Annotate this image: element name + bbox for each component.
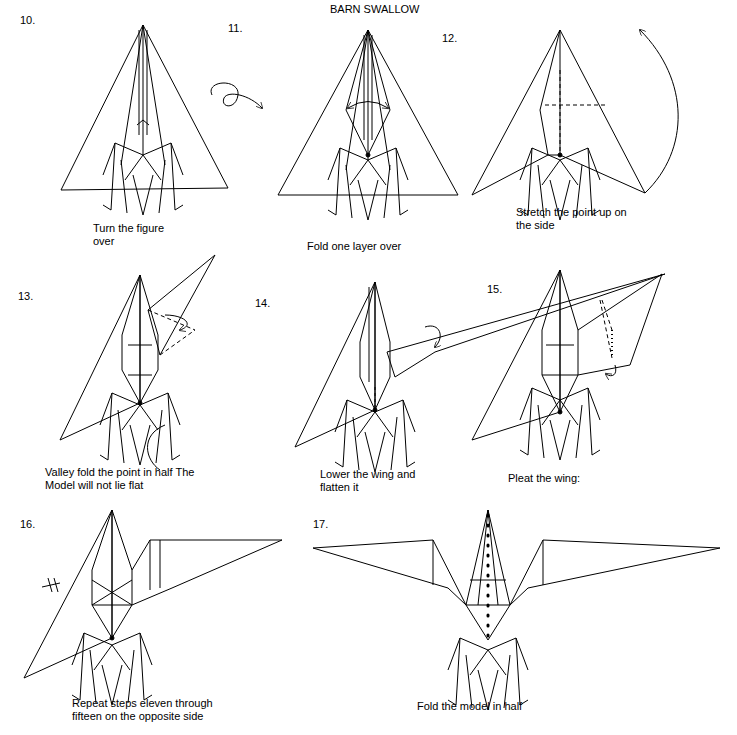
turn-over-arrow: [211, 83, 262, 108]
diagram-title: BARN SWALLOW: [330, 3, 419, 16]
step-number: 12.: [442, 32, 482, 45]
step-13-figure: [60, 255, 215, 465]
step-number: 10.: [20, 14, 60, 27]
step-caption: Lower the wing and flatten it: [320, 468, 440, 494]
step-14-figure: [295, 274, 665, 472]
step-number: 17.: [313, 518, 353, 531]
repeat-mark: [42, 578, 60, 592]
step-12-figure: [472, 30, 645, 220]
step-17-figure: [313, 510, 720, 710]
step-number: 16.: [20, 518, 60, 531]
back-arrow: [148, 425, 166, 470]
step-15-figure: [472, 270, 662, 460]
step-10-figure: [61, 25, 228, 215]
step-caption: Fold one layer over: [307, 240, 447, 253]
step-caption: Pleat the wing:: [508, 472, 628, 485]
step-number: 15.: [487, 283, 527, 296]
step-caption: Turn the figure over: [93, 222, 183, 248]
stretch-arrow: [640, 30, 678, 193]
step-caption: Stretch the point up on the side: [516, 206, 638, 232]
step-11-figure: [278, 30, 458, 220]
step-caption: Repeat steps eleven through fifteen on t…: [72, 697, 242, 723]
step-number: 14.: [255, 297, 295, 310]
step-caption: Valley fold the point in half The Model …: [45, 466, 195, 492]
step-number: 11.: [228, 22, 268, 35]
step-caption: Fold the model in half: [417, 700, 577, 713]
step-16-figure: [24, 510, 282, 705]
step-number: 13.: [18, 290, 58, 303]
